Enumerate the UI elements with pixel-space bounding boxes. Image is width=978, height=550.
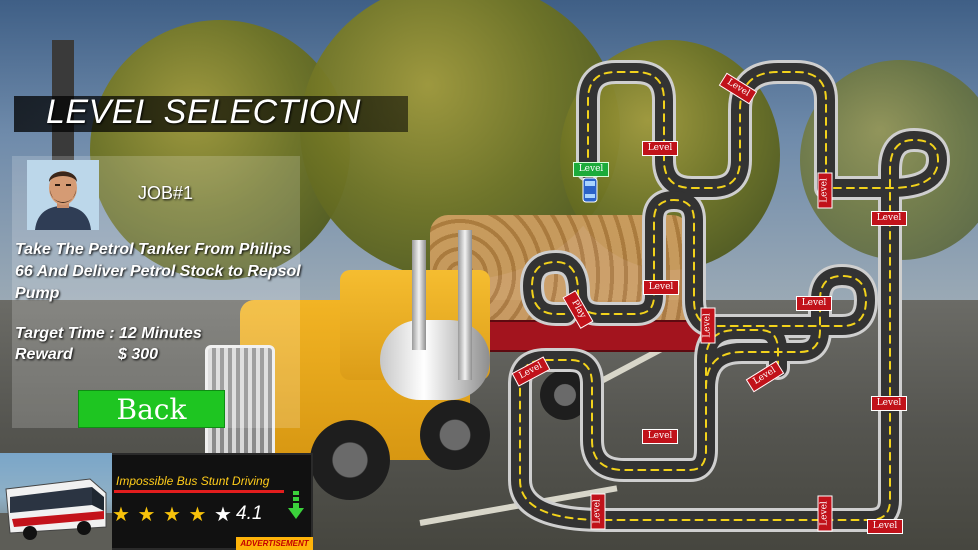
- level-marker[interactable]: Level: [867, 519, 903, 534]
- truck-wheel: [420, 400, 490, 470]
- level-marker[interactable]: Level: [796, 296, 832, 311]
- level-marker[interactable]: Level: [700, 307, 716, 344]
- bus-icon: [0, 478, 112, 550]
- ad-star-rating: ★ ★ ★ ★ ★: [112, 502, 233, 527]
- exhaust-stack: [458, 230, 472, 380]
- ad-title-underline: [114, 490, 284, 493]
- level-marker-current[interactable]: Level: [573, 162, 609, 177]
- star-icon: ★: [112, 504, 131, 526]
- star-icon: ★: [163, 504, 182, 526]
- level-marker[interactable]: Level: [817, 495, 833, 532]
- driver-avatar-icon: [27, 160, 99, 230]
- level-marker[interactable]: Level: [871, 211, 907, 226]
- ad-app-title[interactable]: Impossible Bus Stunt Driving: [116, 474, 270, 488]
- exhaust-stack: [412, 240, 426, 350]
- star-icon: ★: [214, 504, 233, 526]
- level-marker[interactable]: Level: [817, 172, 833, 209]
- reward-label: Reward: [15, 346, 73, 363]
- job-title: JOB#1: [138, 183, 194, 203]
- level-marker[interactable]: Level: [590, 493, 606, 530]
- ad-bus-image[interactable]: [0, 453, 112, 550]
- download-arrow-icon[interactable]: [287, 491, 305, 521]
- level-marker[interactable]: Level: [642, 429, 678, 444]
- job-description: Take The Petrol Tanker From Philips 66 A…: [15, 241, 301, 302]
- level-marker[interactable]: Level: [642, 141, 678, 156]
- star-icon: ★: [188, 504, 208, 526]
- level-marker[interactable]: Level: [643, 280, 679, 295]
- target-time: Target Time : 12 Minutes: [15, 325, 202, 342]
- reward-row: Reward $ 300: [15, 346, 158, 364]
- page-title: LEVEL SELECTION: [46, 93, 361, 131]
- player-bus-icon: [582, 177, 598, 203]
- star-icon: ★: [137, 504, 157, 526]
- driver-avatar: [27, 160, 99, 230]
- back-button[interactable]: Back: [78, 390, 225, 428]
- truck-wheel: [310, 420, 390, 500]
- advertisement-badge: ADVERTISEMENT: [236, 537, 313, 550]
- ad-rating-value: 4.1: [236, 503, 263, 524]
- level-marker[interactable]: Level: [871, 396, 907, 411]
- title-bar: [14, 96, 408, 132]
- reward-value: $ 300: [118, 346, 159, 363]
